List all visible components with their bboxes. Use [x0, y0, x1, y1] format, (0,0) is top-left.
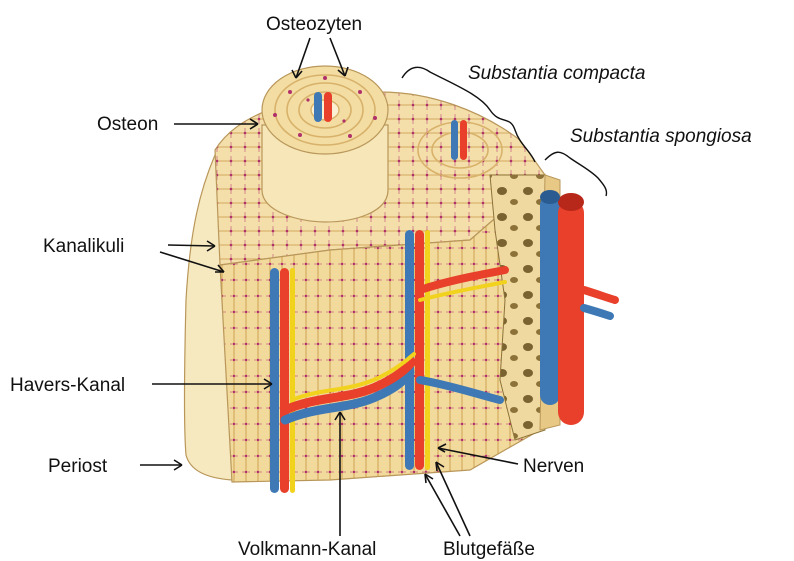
osteon-artery-icon	[324, 92, 332, 122]
label-blutgefaesse: Blutgefäße	[443, 539, 535, 560]
large-artery-icon	[558, 200, 584, 425]
label-osteozyten: Osteozyten	[266, 14, 362, 35]
osteon	[262, 66, 388, 222]
label-periost: Periost	[48, 456, 108, 477]
label-volkmann-kanal: Volkmann-Kanal	[238, 539, 376, 560]
label-osteon: Osteon	[97, 114, 158, 135]
havers-canal-right	[405, 230, 430, 470]
label-substantia-compacta: Substantia compacta	[468, 63, 645, 84]
label-substantia-spongiosa: Substantia spongiosa	[570, 126, 752, 147]
label-havers-kanal: Havers-Kanal	[10, 375, 125, 396]
large-vein-icon	[540, 195, 560, 405]
large-vessels	[540, 190, 615, 425]
label-nerven: Nerven	[523, 456, 584, 477]
label-kanalikuli: Kanalikuli	[43, 236, 124, 257]
havers-canal-left	[270, 268, 295, 493]
osteon-vein-icon	[314, 92, 322, 122]
